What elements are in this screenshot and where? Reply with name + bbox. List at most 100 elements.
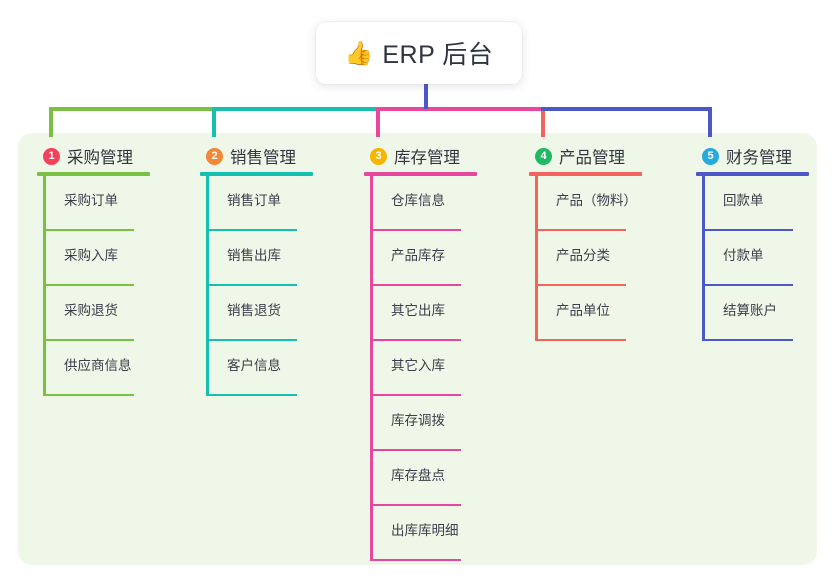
branch-children-3: 仓库信息产品库存其它出库其它入库库存调拨库存盘点出库库明细	[364, 176, 477, 561]
leaf-node[interactable]: 产品（物料）	[529, 176, 642, 231]
root-node[interactable]: 👍 ERP 后台	[316, 22, 522, 84]
root-node-label: ERP 后台	[382, 41, 494, 69]
leaf-node-label: 销售订单	[227, 193, 281, 208]
branch-column-5: 5 财务管理回款单付款单结算账户	[696, 144, 809, 341]
branch-title-1: 采购管理	[67, 149, 133, 167]
leaf-node-underline	[370, 504, 461, 506]
branch-title-3: 库存管理	[394, 149, 460, 167]
leaf-node[interactable]: 销售退货	[200, 286, 313, 341]
branch-children-2: 销售订单销售出库销售退货客户信息	[200, 176, 313, 396]
branch-spine-5	[702, 176, 705, 341]
bus-segment-1	[49, 107, 216, 111]
leaf-node-label: 产品库存	[391, 248, 445, 263]
leaf-node-label: 结算账户	[723, 303, 777, 318]
branch-underline-3	[364, 172, 477, 176]
branch-number-badge-4: 4	[535, 147, 552, 165]
branch-underline-4	[529, 172, 642, 176]
leaf-node-underline	[43, 229, 134, 231]
leaf-node-underline	[370, 394, 461, 396]
branch-number-badge-5: 5	[702, 147, 719, 165]
leaf-node-underline	[206, 339, 297, 341]
branch-title-5: 财务管理	[726, 149, 792, 167]
leaf-node-underline	[370, 284, 461, 286]
branch-drop-connector-3	[376, 107, 380, 137]
branch-underline-1	[37, 172, 150, 176]
bus-segment-4	[541, 107, 712, 111]
branches-panel	[18, 133, 817, 565]
leaf-node-label: 产品（物料）	[556, 193, 637, 208]
branch-underline-2	[200, 172, 313, 176]
leaf-node-label: 回款单	[723, 193, 764, 208]
leaf-node-label: 其它出库	[391, 303, 445, 318]
leaf-node-underline	[206, 229, 297, 231]
leaf-node-underline	[702, 284, 793, 286]
leaf-node[interactable]: 采购订单	[37, 176, 150, 231]
branch-title-4: 产品管理	[559, 149, 625, 167]
leaf-node-underline	[535, 284, 626, 286]
leaf-node-underline	[370, 559, 461, 561]
branch-header-3[interactable]: 3 库存管理	[364, 144, 477, 168]
branch-header-2[interactable]: 2 销售管理	[200, 144, 313, 168]
leaf-node[interactable]: 仓库信息	[364, 176, 477, 231]
leaf-node-underline	[702, 339, 793, 341]
leaf-node-label: 库存调拨	[391, 413, 445, 428]
branch-title-2: 销售管理	[230, 149, 296, 167]
leaf-node-underline	[370, 229, 461, 231]
leaf-node-label: 客户信息	[227, 358, 281, 373]
leaf-node-label: 产品单位	[556, 303, 610, 318]
leaf-node-underline	[43, 284, 134, 286]
leaf-node[interactable]: 销售出库	[200, 231, 313, 286]
leaf-node[interactable]: 库存调拨	[364, 396, 477, 451]
leaf-node-label: 采购入库	[64, 248, 118, 263]
leaf-node[interactable]: 出库库明细	[364, 506, 477, 561]
leaf-node-underline	[206, 394, 297, 396]
leaf-node[interactable]: 采购入库	[37, 231, 150, 286]
leaf-node[interactable]: 库存盘点	[364, 451, 477, 506]
leaf-node[interactable]: 回款单	[696, 176, 809, 231]
leaf-node-label: 产品分类	[556, 248, 610, 263]
leaf-node[interactable]: 结算账户	[696, 286, 809, 341]
bus-segment-3	[376, 107, 545, 111]
branch-number-badge-2: 2	[206, 147, 223, 165]
branch-header-1[interactable]: 1 采购管理	[37, 144, 150, 168]
branch-header-5[interactable]: 5 财务管理	[696, 144, 809, 168]
leaf-node-label: 供应商信息	[64, 358, 132, 373]
leaf-node-underline	[370, 339, 461, 341]
leaf-node[interactable]: 采购退货	[37, 286, 150, 341]
branch-spine-1	[43, 176, 46, 396]
leaf-node[interactable]: 供应商信息	[37, 341, 150, 396]
branch-number-badge-3: 3	[370, 147, 387, 165]
leaf-node[interactable]: 销售订单	[200, 176, 313, 231]
branch-drop-connector-4	[541, 107, 545, 137]
branch-drop-connector-5	[708, 107, 712, 137]
branch-spine-3	[370, 176, 373, 561]
leaf-node-label: 采购退货	[64, 303, 118, 318]
leaf-node[interactable]: 其它出库	[364, 286, 477, 341]
branch-column-3: 3 库存管理仓库信息产品库存其它出库其它入库库存调拨库存盘点出库库明细	[364, 144, 477, 561]
leaf-node-label: 销售出库	[227, 248, 281, 263]
branch-column-4: 4 产品管理产品（物料） 产品分类产品单位	[529, 144, 642, 341]
branch-spine-4	[535, 176, 538, 341]
leaf-node[interactable]: 客户信息	[200, 341, 313, 396]
branch-spine-2	[206, 176, 209, 396]
leaf-node-label: 仓库信息	[391, 193, 445, 208]
leaf-node-underline	[43, 394, 134, 396]
leaf-node-label: 库存盘点	[391, 468, 445, 483]
leaf-node-label: 其它入库	[391, 358, 445, 373]
branch-number-badge-1: 1	[43, 147, 60, 165]
branch-underline-5	[696, 172, 809, 176]
branch-column-1: 1 采购管理采购订单采购入库采购退货供应商信息	[37, 144, 150, 396]
leaf-node[interactable]: 产品单位	[529, 286, 642, 341]
leaf-node[interactable]: 产品库存	[364, 231, 477, 286]
branch-column-2: 2 销售管理销售订单销售出库销售退货客户信息	[200, 144, 313, 396]
branch-header-4[interactable]: 4 产品管理	[529, 144, 642, 168]
branch-children-4: 产品（物料） 产品分类产品单位	[529, 176, 642, 341]
leaf-node[interactable]: 付款单	[696, 231, 809, 286]
leaf-node[interactable]: 其它入库	[364, 341, 477, 396]
leaf-node-underline	[702, 229, 793, 231]
leaf-node-underline	[535, 339, 626, 341]
thumbs-up-icon: 👍	[344, 39, 374, 66]
leaf-node[interactable]: 产品分类	[529, 231, 642, 286]
branch-drop-connector-2	[212, 107, 216, 137]
